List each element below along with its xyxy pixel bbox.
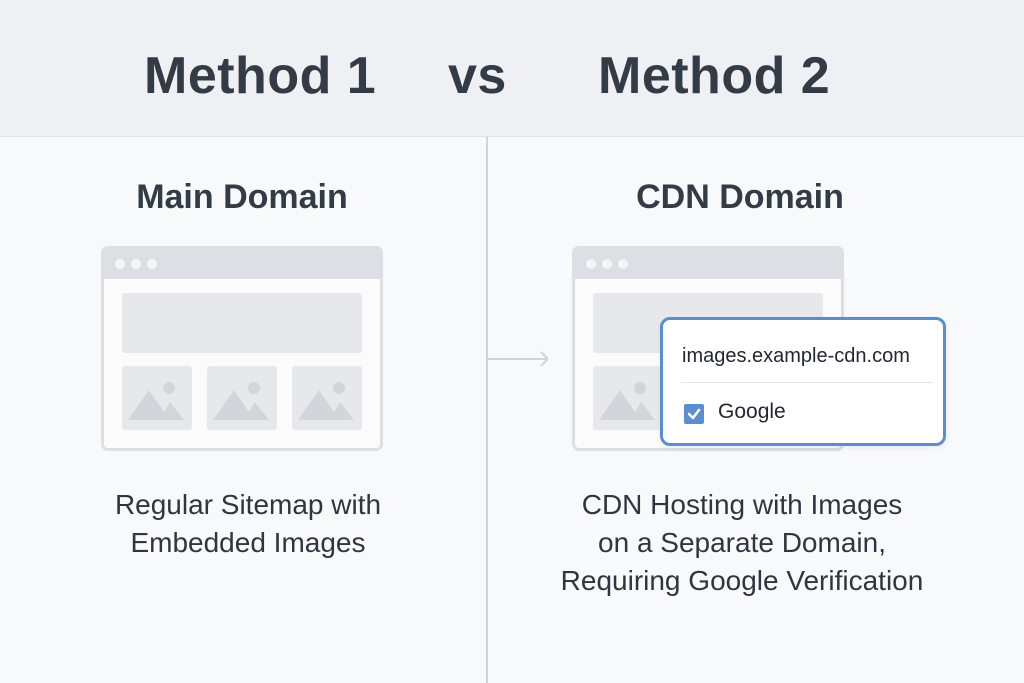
caption-line: Regular Sitemap with: [114, 489, 382, 520]
method-2-title: Method 2: [598, 47, 831, 105]
method-1-title: Method 1: [144, 47, 377, 105]
banner-placeholder: [122, 293, 362, 353]
image-placeholder-icon: [207, 366, 277, 430]
method-2-caption: CDN Hosting with Images on a Separate Do…: [512, 486, 972, 600]
popup-separator: [682, 382, 933, 383]
arrow-right-icon: [488, 351, 548, 367]
window-dot-icon: [586, 259, 596, 269]
caption-line: on a Separate Domain,: [598, 527, 886, 558]
header-banner: Method 1 vs Method 2: [0, 0, 1024, 137]
image-placeholder-icon: [122, 366, 192, 430]
caption-line: CDN Hosting with Images: [581, 489, 903, 520]
vs-label: vs: [448, 47, 507, 105]
caption-line: Requiring Google Verification: [560, 565, 924, 596]
browser-title-bar: [104, 249, 380, 279]
window-dot-icon: [115, 259, 125, 269]
window-dot-icon: [147, 259, 157, 269]
column-divider: [486, 137, 488, 683]
window-dot-icon: [602, 259, 612, 269]
window-dot-icon: [618, 259, 628, 269]
main-domain-browser-illustration: [101, 246, 383, 451]
window-dot-icon: [131, 259, 141, 269]
cdn-domain-title: CDN Domain: [636, 178, 844, 216]
browser-title-bar: [575, 249, 841, 279]
cdn-verification-popup: images.example-cdn.com Google: [660, 317, 946, 446]
image-placeholder-icon: [292, 366, 362, 430]
method-1-caption: Regular Sitemap with Embedded Images: [60, 486, 436, 562]
checkmark-icon: [687, 408, 701, 420]
google-checkbox[interactable]: [684, 404, 704, 424]
cdn-domain-url: images.example-cdn.com: [682, 345, 910, 367]
image-placeholder-icon: [593, 366, 663, 430]
main-domain-title: Main Domain: [136, 178, 348, 216]
caption-line: Embedded Images: [130, 527, 366, 558]
google-checkbox-label: Google: [718, 400, 786, 423]
